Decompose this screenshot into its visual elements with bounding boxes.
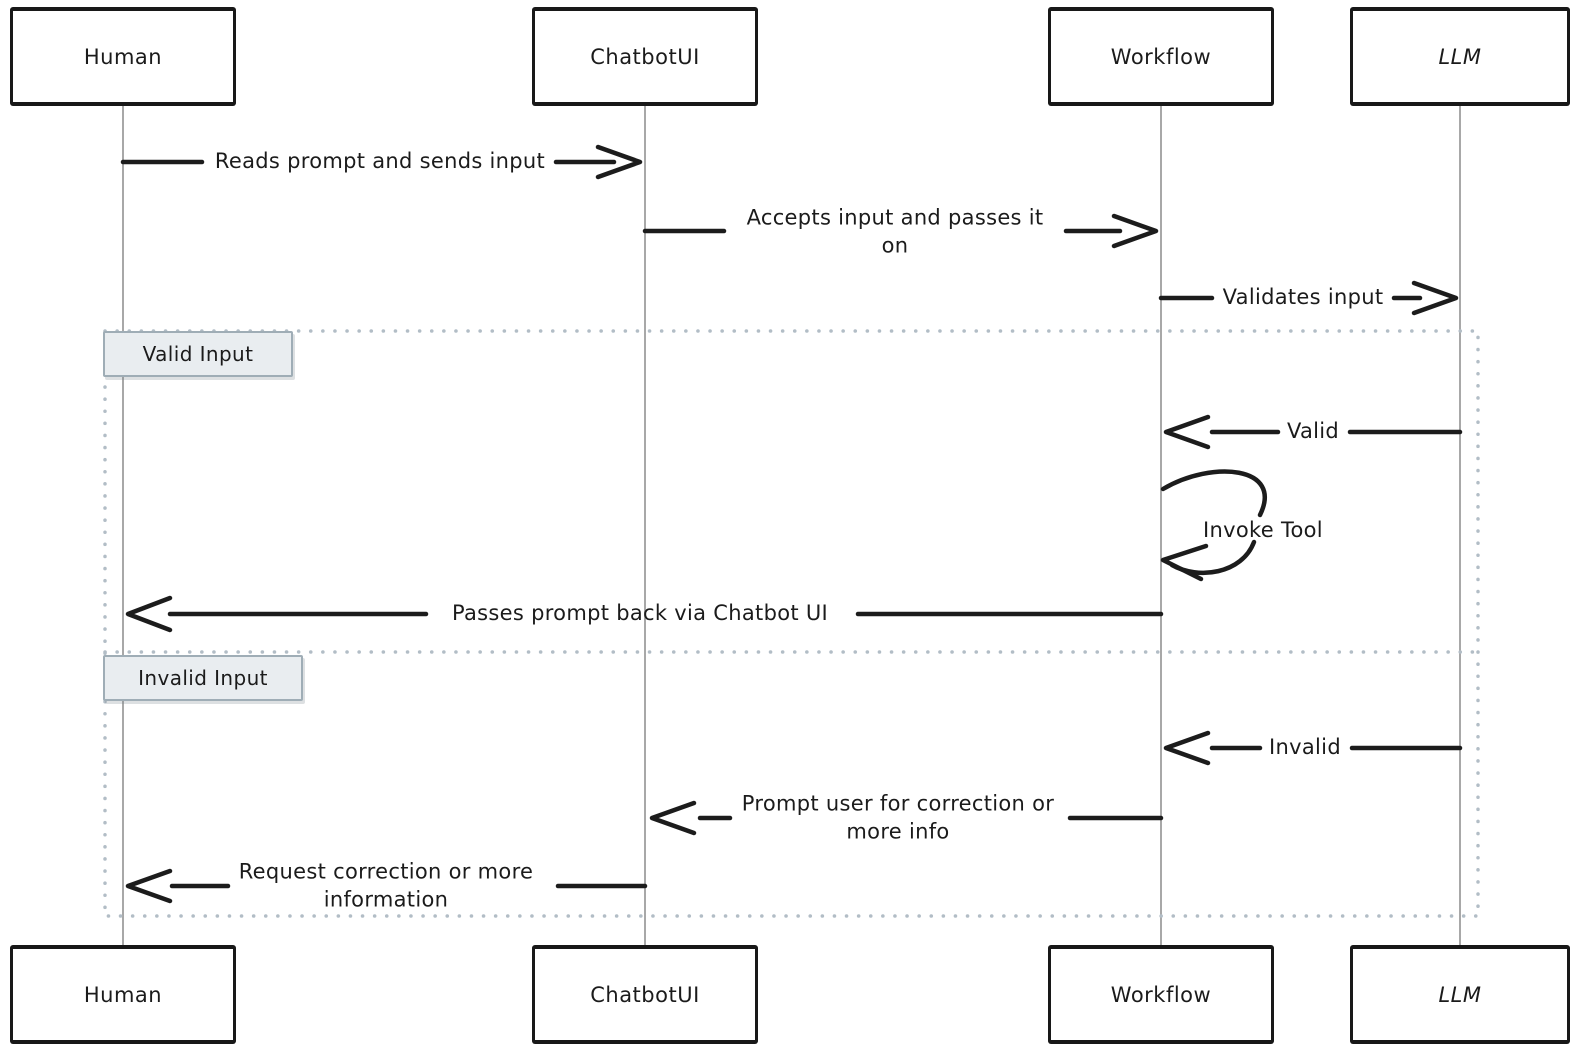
arrowhead-right-icon — [595, 144, 643, 180]
actor-label: Workflow — [1110, 982, 1212, 1007]
actor-box-human-top: Human — [10, 8, 236, 105]
frame-label-text: Invalid Input — [138, 666, 268, 690]
message-label: Request correction or more information — [238, 859, 534, 912]
actor-box-llm-top: LLM — [1350, 8, 1570, 105]
actor-label: LLM — [1438, 44, 1482, 69]
message-label: Reads prompt and sends input — [214, 148, 546, 173]
message-arrow-invalid — [1163, 730, 1463, 766]
actor-label: Human — [83, 44, 163, 69]
message-arrow-accepts-input — [642, 213, 1159, 249]
actor-box-chatbotui-top: ChatbotUI — [532, 8, 758, 105]
frame-label-text: Valid Input — [142, 342, 254, 366]
arrowhead-left-icon — [125, 595, 173, 633]
arrowhead-left-icon — [1160, 543, 1209, 582]
message-arrow-reads-prompt — [120, 144, 643, 180]
actor-box-llm-bottom: LLM — [1350, 946, 1570, 1043]
actor-box-workflow-bottom: Workflow — [1048, 946, 1274, 1043]
message-label: Invalid — [1269, 734, 1341, 759]
message-label: Invoke Tool — [1203, 517, 1323, 542]
actor-label: Human — [83, 982, 163, 1007]
arrowhead-left-icon — [125, 868, 173, 904]
message-arrow-validates-input — [1158, 280, 1459, 316]
message-arrow-prompt-user — [649, 800, 1164, 836]
lifelines — [122, 105, 1461, 946]
frame-label-valid-input: Valid Input — [103, 331, 293, 377]
actor-label: ChatbotUI — [590, 982, 700, 1007]
arrowhead-left-icon — [1163, 414, 1211, 450]
actor-box-chatbotui-bottom: ChatbotUI — [532, 946, 758, 1043]
message-label: Accepts input and passes it on — [746, 205, 1044, 258]
actor-label: ChatbotUI — [590, 44, 700, 69]
arrowhead-right-icon — [1111, 213, 1159, 249]
arrowhead-left-icon — [649, 800, 697, 836]
message-label: Valid — [1286, 418, 1340, 443]
actor-box-human-bottom: Human — [10, 946, 236, 1043]
alt-frame — [103, 329, 1480, 918]
actor-box-workflow-top: Workflow — [1048, 8, 1274, 105]
message-arrow-request-correction — [125, 868, 648, 904]
message-arrow-invoke-tool — [1160, 469, 1267, 582]
message-label: Validates input — [1222, 284, 1384, 309]
arrowhead-left-icon — [1163, 730, 1211, 766]
actor-label: Workflow — [1110, 44, 1212, 69]
frame-label-invalid-input: Invalid Input — [103, 655, 303, 701]
message-label: Prompt user for correction or more info — [741, 791, 1055, 844]
actor-label: LLM — [1438, 982, 1482, 1007]
message-arrow-passes-prompt-back — [125, 595, 1164, 633]
message-label: Passes prompt back via Chatbot UI — [451, 600, 829, 625]
message-arrow-valid — [1163, 414, 1463, 450]
arrowhead-right-icon — [1411, 280, 1459, 316]
